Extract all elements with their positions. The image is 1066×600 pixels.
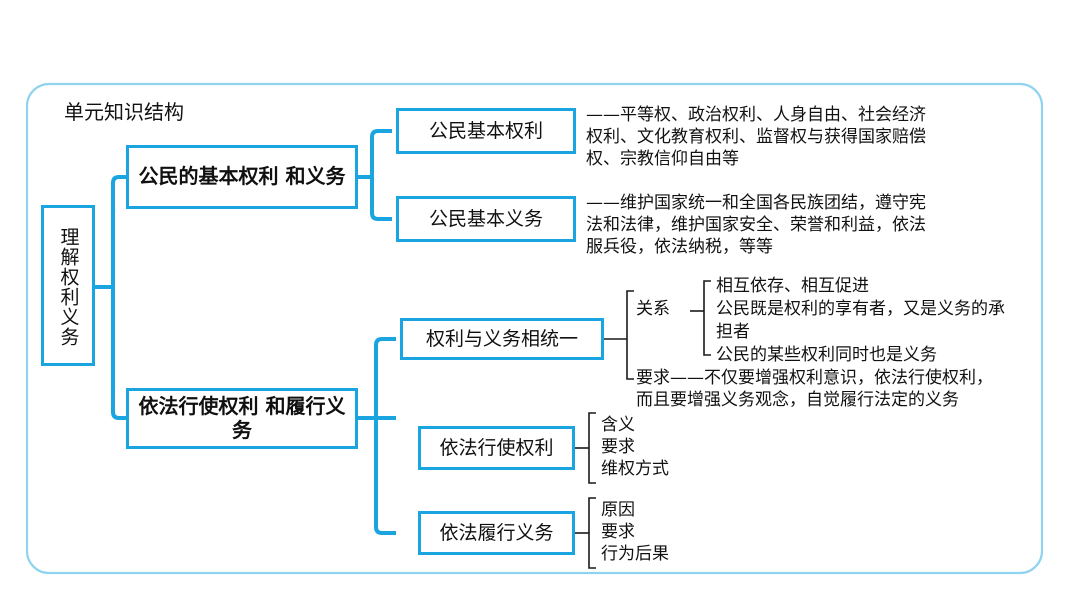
connector-relation-bracket (703, 280, 711, 356)
node-basic-rights[interactable]: 公民基本权利 (396, 108, 576, 154)
unity-relation-item-2: 公民既是权利的享有者，又是义务的承 (716, 299, 1005, 319)
connector-branch2-spine (374, 337, 396, 424)
node-unity[interactable]: 权利与义务相统一 (400, 318, 604, 360)
connector-branch1-up (370, 129, 392, 177)
connector-unity-bracket (626, 290, 634, 380)
connector-exercise-bracket (588, 412, 596, 484)
unity-relation-item-2-cont: 担者 (716, 322, 750, 342)
root-node[interactable]: 理解权利义务 (41, 205, 95, 366)
unity-requirement: 要求——不仅要增强权利意识，依法行使权利， 而且要增强义务观念，自觉履行法定的义… (636, 368, 993, 411)
connector-root-bracket-2 (111, 287, 126, 420)
connector-root-bracket (111, 175, 126, 287)
node-exercise-rights[interactable]: 依法行使权利 (418, 426, 575, 470)
connector-branch1-down (370, 177, 392, 221)
outer-container-frame (25, 82, 1044, 575)
connector-branch2-down (374, 412, 396, 535)
unity-relation-item-1: 相互依存、相互促进 (716, 276, 869, 296)
detail-basic-rights: ——平等权、政治权利、人身自由、社会经济 权利、文化教育权利、监督权与获得国家赔… (586, 105, 926, 170)
connector-perform-bracket (588, 497, 596, 569)
branch-node-rights-duties[interactable]: 公民的基本权利 和义务 (126, 145, 358, 209)
detail-basic-duties: ——维护国家统一和全国各民族团结，遵守宪 法和法律，维护国家安全、荣誉和利益，依… (586, 193, 926, 258)
branch-node-exercise-perform[interactable]: 依法行使权利 和履行义务 (126, 388, 358, 449)
page-title: 单元知识结构 (64, 100, 184, 124)
unity-relation-label: 关系 (636, 299, 670, 319)
unity-relation-item-3: 公民的某些权利同时也是义务 (716, 345, 937, 365)
exercise-rights-items: 含义 要求 维权方式 (601, 415, 669, 480)
perform-duties-items: 原因 要求 行为后果 (601, 500, 669, 565)
node-basic-duties[interactable]: 公民基本义务 (396, 196, 576, 242)
node-perform-duties[interactable]: 依法履行义务 (418, 511, 575, 555)
